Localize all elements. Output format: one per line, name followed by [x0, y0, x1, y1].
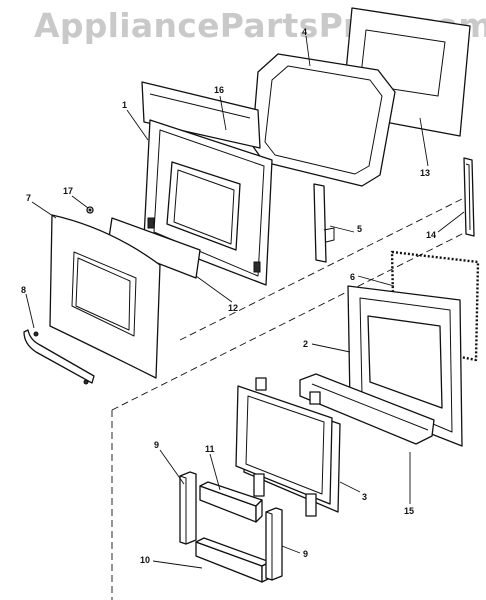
part-3-glass-pack[interactable] — [235, 377, 341, 517]
callout-10: 10 — [140, 555, 150, 565]
callout-leaders — [25, 35, 465, 569]
callout-6: 6 — [350, 272, 355, 282]
callout-11: 11 — [205, 444, 215, 454]
part-5-hinge[interactable] — [313, 183, 335, 263]
callout-8: 8 — [21, 285, 26, 295]
callout-12: 12 — [228, 303, 238, 313]
callout-2: 2 — [303, 339, 308, 349]
callout-1: 1 — [122, 100, 127, 110]
part-11-spacer[interactable] — [199, 481, 263, 523]
callout-17: 17 — [63, 186, 73, 196]
assembly-guide-lines — [111, 194, 471, 600]
part-10-spacer[interactable] — [195, 537, 271, 583]
callout-9-left: 9 — [154, 440, 159, 450]
callout-7: 7 — [26, 193, 31, 203]
callout-5: 5 — [357, 224, 362, 234]
callout-14: 14 — [426, 230, 436, 240]
callout-3: 3 — [362, 492, 367, 502]
part-14-side-channel[interactable] — [463, 157, 475, 237]
part-4-window-frame[interactable] — [251, 53, 396, 187]
part-15-vent-trim[interactable] — [299, 373, 435, 445]
part-17-screw[interactable] — [86, 206, 94, 214]
callout-labels: 1 2 3 4 5 6 7 8 9 9 10 11 12 13 14 15 16… — [21, 27, 436, 565]
callout-16: 16 — [214, 85, 224, 95]
part-6-door-gasket[interactable] — [390, 250, 480, 362]
callout-4: 4 — [302, 27, 307, 37]
part-9-right-block[interactable] — [265, 507, 283, 581]
part-7-outer-door-glass[interactable] — [49, 214, 161, 379]
callout-15: 15 — [404, 506, 414, 516]
part-9-left-block[interactable] — [179, 471, 197, 545]
callout-9-right: 9 — [303, 549, 308, 559]
callout-13: 13 — [420, 168, 430, 178]
part-16-top-trim[interactable] — [141, 81, 261, 149]
part-8-door-handle[interactable] — [23, 329, 95, 385]
